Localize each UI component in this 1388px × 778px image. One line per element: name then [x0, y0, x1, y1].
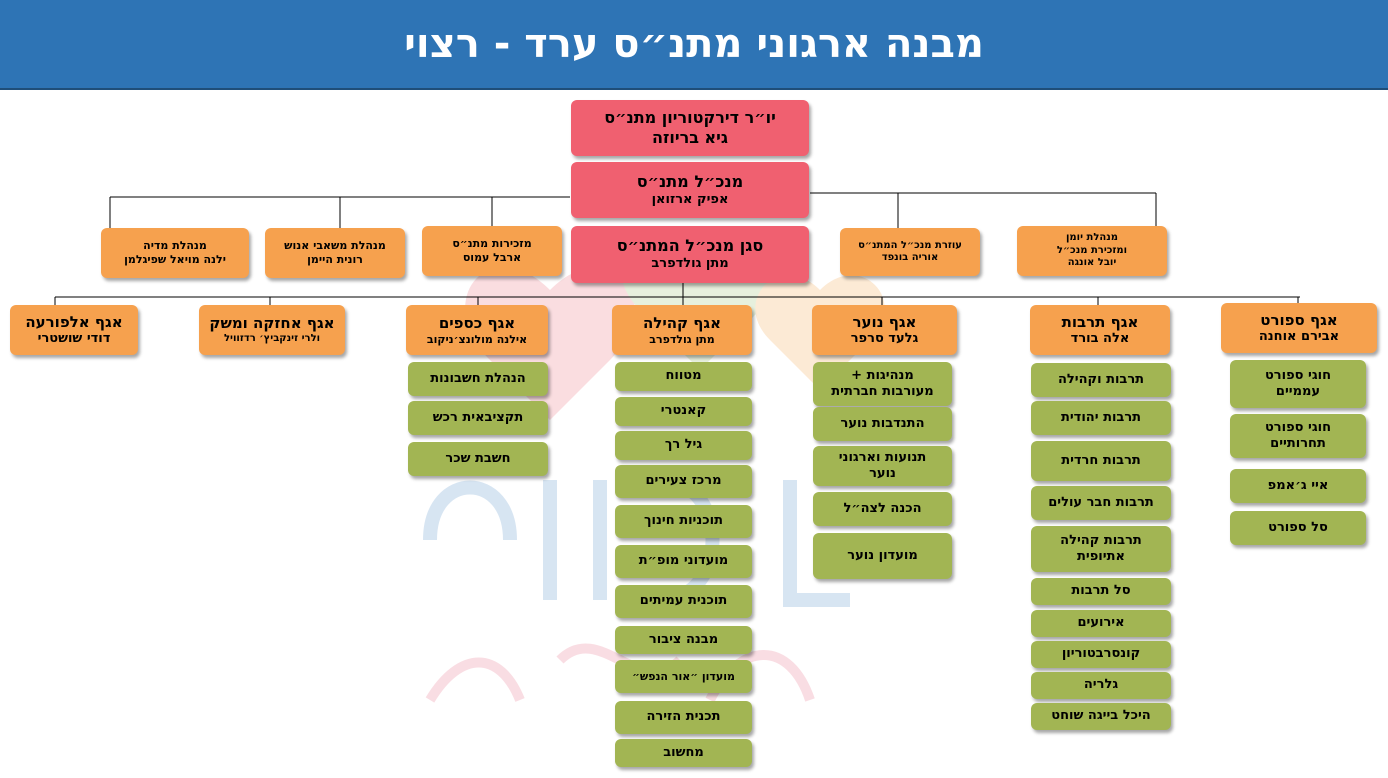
chair-name: גיא בריוזה [651, 128, 729, 147]
media-manager-box: מנהלת מדיה ילנה מויאל שפיגלמן [101, 228, 249, 278]
culture-unit: תרבות יהודית [1031, 401, 1171, 435]
dept-maintenance-head: ולרי זינקביץ׳ רדזוויל [223, 333, 321, 345]
culture-unit: תרבות חבר עולים [1031, 486, 1171, 520]
ceo-name: אפיק ארזואן [651, 191, 729, 207]
hr-manager-title: מנהלת משאבי אנוש [284, 239, 386, 253]
dept-youth-head: גלעד סרפר [850, 331, 919, 347]
sport-unit: סל ספורט [1230, 511, 1366, 545]
page-title: מבנה ארגוני מתנ״ס ערד - רצוי [404, 21, 984, 67]
chair-title: יו״ר דירקטוריון מתנ״ס [604, 108, 776, 127]
ceo-box: מנכ״ל מתנ״ס אפיק ארזואן [571, 162, 809, 218]
deputy-box: סגן מנכ״ל המתנ״ס מתן גולדפרב [571, 226, 809, 283]
header-bar [0, 0, 1388, 90]
community-unit: מטווח [615, 362, 752, 391]
community-unit: גיל רך [615, 431, 752, 460]
youth-unit: מועדון נוער [813, 533, 952, 579]
diary-manager-line1: מנהלת יומן [1065, 232, 1119, 244]
deputy-name: מתן גולדפרב [651, 256, 729, 272]
finance-unit: חשבת שכר [408, 442, 548, 476]
community-unit: מחשוב [615, 739, 752, 767]
dept-maintenance-box: אגף אחזקה ומשק ולרי זינקביץ׳ רדזוויל [199, 305, 345, 355]
ceo-assistant-title: עוזרת מנכ״ל המתנ״ס [858, 239, 962, 251]
dept-sport-head: אבירם אוחנה [1258, 329, 1340, 345]
community-unit: תוכנית עמיתים [615, 585, 752, 618]
dept-sport-title: אגף ספורט [1260, 310, 1338, 329]
dept-finance-title: אגף כספים [438, 313, 516, 332]
community-unit: תכנית הזירה [615, 701, 752, 734]
dept-finance-box: אגף כספים אילנה מולונצ׳ניקוב [406, 305, 548, 355]
dept-alfora-title: אגף אלפורעה [25, 312, 123, 331]
culture-unit: סל תרבות [1031, 578, 1171, 605]
youth-unit: מנהיגות + מעורבות חברתית [813, 362, 952, 406]
deputy-title: סגן מנכ״ל המתנ״ס [616, 236, 764, 256]
sport-unit: איי ג׳אמפ [1230, 469, 1366, 503]
finance-unit: תקציבאית רכש [408, 401, 548, 435]
culture-unit: תרבות וקהילה [1031, 363, 1171, 397]
dept-sport-box: אגף ספורט אבירם אוחנה [1221, 303, 1377, 353]
community-unit: מועדוני מופ״ת [615, 545, 752, 578]
sport-unit: חוגי ספורט עממיים [1230, 360, 1366, 408]
dept-youth-title: אגף נוער [852, 312, 917, 331]
hr-manager-box: מנהלת משאבי אנוש רונית היימן [265, 228, 405, 278]
secretary-title: מזכירות מתנ״ס [452, 237, 532, 251]
community-unit: מועדון ״אור הנפש״ [615, 660, 752, 693]
dept-culture-title: אגף תרבות [1061, 312, 1139, 331]
hr-manager-name: רונית היימן [307, 253, 363, 266]
culture-unit: היכל בייגה שוחט [1031, 703, 1171, 730]
dept-community-box: אגף קהילה מתן גולדפרב [612, 305, 752, 355]
culture-unit: תרבות חרדית [1031, 441, 1171, 481]
dept-maintenance-title: אגף אחזקה ומשק [209, 314, 335, 333]
dept-youth-box: אגף נוער גלעד סרפר [812, 305, 957, 355]
culture-unit: אירועים [1031, 610, 1171, 637]
youth-unit: הכנה לצה״ל [813, 492, 952, 526]
community-unit: מבנה ציבור [615, 626, 752, 654]
dept-alfora-head: דודי שושטרי [37, 331, 111, 347]
dept-community-head: מתן גולדפרב [649, 332, 715, 346]
media-manager-title: מנהלת מדיה [143, 239, 207, 253]
ceo-assistant-name: אוריה בונפד [881, 252, 939, 263]
culture-unit: תרבות קהילה אתיופית [1031, 526, 1171, 572]
community-unit: מרכז צעירים [615, 465, 752, 498]
chair-box: יו״ר דירקטוריון מתנ״ס גיא בריוזה [571, 100, 809, 156]
finance-unit: הנהלת חשבונות [408, 362, 548, 396]
dept-finance-head: אילנה מולונצ׳ניקוב [426, 332, 528, 346]
culture-unit: קונסרבטוריון [1031, 641, 1171, 668]
diary-manager-line2: ומזכירת מנכ״ל [1056, 244, 1128, 256]
secretary-box: מזכירות מתנ״ס ארבל עמוס [422, 226, 562, 276]
dept-culture-box: אגף תרבות אלה בורד [1030, 305, 1170, 355]
diary-manager-box: מנהלת יומן ומזכירת מנכ״ל יובל אונגה [1017, 226, 1167, 276]
community-unit: קאנטרי [615, 397, 752, 426]
diary-manager-name: יובל אונגה [1067, 257, 1117, 269]
secretary-name: ארבל עמוס [462, 251, 522, 264]
dept-community-title: אגף קהילה [642, 313, 722, 332]
ceo-title: מנכ״ל מתנ״ס [636, 171, 744, 191]
dept-alfora-box: אגף אלפורעה דודי שושטרי [10, 305, 138, 355]
youth-unit: תנועות וארגוני נוער [813, 446, 952, 486]
youth-unit: התנדבות נוער [813, 407, 952, 441]
dept-culture-head: אלה בורד [1070, 331, 1130, 347]
culture-unit: גלריה [1031, 672, 1171, 699]
community-unit: תוכניות חינוך [615, 505, 752, 538]
media-manager-name: ילנה מויאל שפיגלמן [124, 253, 226, 266]
ceo-assistant-box: עוזרת מנכ״ל המתנ״ס אוריה בונפד [840, 228, 980, 276]
sport-unit: חוגי ספורט תחרותיים [1230, 414, 1366, 458]
